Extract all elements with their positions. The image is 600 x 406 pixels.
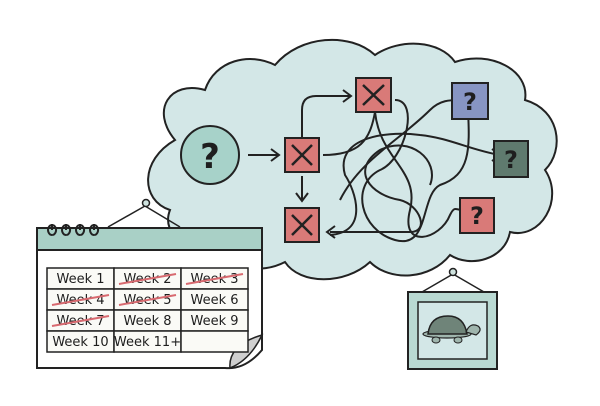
turtle-picture (407, 267, 498, 370)
week-cell: Week 1 (46, 267, 115, 290)
week-grid: Week 1 Week 2Week 3 Week 4Week 5 Week 6 Week… (46, 267, 249, 353)
week-cell: Week 9 (180, 309, 249, 332)
week-label: Week 6 (190, 293, 238, 308)
week-label: Week 8 (123, 314, 171, 329)
question-mark-icon: ? (463, 88, 477, 116)
cross-icon (291, 214, 313, 236)
dead-end-box (284, 207, 320, 243)
week-label: Week 10 (52, 335, 108, 350)
week-cell: Week 4 (46, 288, 115, 311)
dead-end-box (355, 77, 392, 113)
question-mark-icon: ? (470, 202, 484, 230)
week-cell: Week 7 (46, 309, 115, 332)
week-cell: Week 5 (113, 288, 182, 311)
week-cell: Week 8 (113, 309, 182, 332)
week-cell: Week 11+ (113, 330, 182, 353)
dead-end-box (284, 137, 320, 173)
week-cell: Week 3 (180, 267, 249, 290)
week-cell (180, 330, 249, 353)
week-cell: Week 10 (46, 330, 115, 353)
strike-through (185, 273, 244, 285)
strike-through (118, 294, 177, 306)
calendar: Week 1 Week 2Week 3 Week 4Week 5 Week 6 Week… (36, 198, 264, 370)
week-cell: Week 6 (180, 288, 249, 311)
strike-through (118, 273, 177, 285)
outcome-box-red: ? (459, 197, 495, 234)
week-label: Week 11+ (114, 335, 181, 350)
strike-through (51, 294, 110, 306)
week-label: Week 1 (56, 272, 104, 287)
turtle-icon (422, 315, 481, 344)
outcome-box-blue: ? (451, 82, 489, 120)
question-mark-icon: ? (504, 146, 518, 174)
question-mark-icon: ? (200, 137, 220, 177)
week-label: Week 9 (190, 314, 238, 329)
arrow (248, 148, 281, 162)
cross-icon (291, 144, 313, 166)
strike-through (51, 315, 110, 327)
start-node: ? (180, 125, 240, 185)
week-cell: Week 2 (113, 267, 182, 290)
cross-icon (362, 84, 385, 106)
outcome-box-dark: ? (493, 140, 529, 178)
